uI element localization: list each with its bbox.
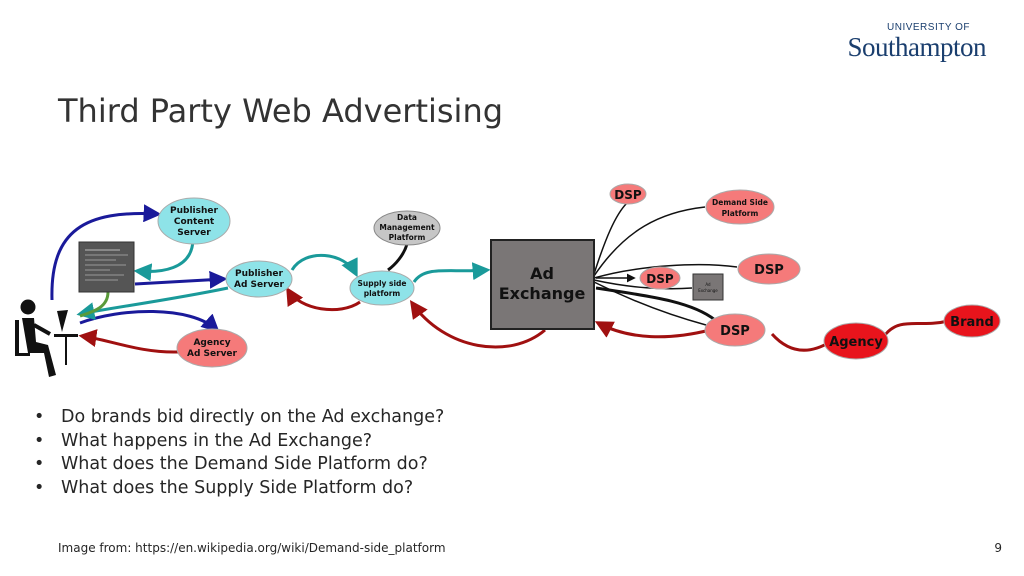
demand-side-label-2: Platform (722, 209, 759, 218)
university-logo: UNIVERSITY OF Southampton (834, 22, 986, 61)
publisher-content-server-node: Publisher Content Server (157, 197, 231, 245)
arrow-browser-to-ad-server (134, 270, 228, 289)
supply-side-platform-node: Supply side platform (349, 270, 415, 306)
arrow-dsp-to-exchange (594, 321, 711, 339)
arrow-ad-server-to-ssp (290, 254, 358, 278)
agency-label: Agency (829, 335, 883, 350)
browser-to-user-line (79, 291, 110, 318)
publisher-content-server-label-1: Publisher (170, 206, 218, 216)
exchange-to-dsp-top (593, 202, 628, 275)
question-item: What does the Demand Side Platform do? (34, 453, 444, 477)
publisher-ad-server-label-2: Ad Server (234, 280, 285, 290)
exchange-to-demand-side (593, 206, 706, 277)
image-source-footer: Image from: https://en.wikipedia.org/wik… (58, 541, 446, 555)
brand-label: Brand (950, 315, 994, 330)
small-exchange-label-1: Ad (705, 282, 711, 287)
slide-title: Third Party Web Advertising (58, 92, 504, 130)
small-ad-exchange-node: Ad Exchange (692, 273, 724, 301)
exchange-to-dsp-right (593, 263, 738, 279)
publisher-content-server-label-2: Content (174, 217, 215, 227)
agency-ad-server-label-2: Ad Server (187, 349, 238, 359)
dsp-mid-node: DSP (639, 266, 681, 290)
ssp-label-2: platform (364, 289, 401, 298)
arrow-ssp-to-exchange (412, 262, 491, 283)
dsp-bottom-node: DSP (704, 313, 766, 347)
dsp-top-label: DSP (614, 188, 642, 202)
exchange-to-dsp-bottom (595, 286, 716, 322)
dmp-label-1: Data (397, 213, 417, 222)
dsp-right-node: DSP (737, 253, 801, 285)
logo-top-text: UNIVERSITY OF (887, 22, 970, 33)
small-exchange-label-2: Exchange (698, 288, 718, 293)
demand-side-label-1: Demand Side (712, 198, 768, 207)
agency-ad-server-node: Agency Ad Server (176, 328, 248, 368)
ad-exchange-label-2: Exchange (499, 284, 586, 303)
agency-node: Agency (823, 322, 889, 360)
line-agency-to-dsp (770, 332, 831, 352)
question-item: Do brands bid directly on the Ad exchang… (34, 406, 444, 430)
dsp-top-node: DSP (609, 183, 647, 205)
dsp-right-label: DSP (754, 263, 784, 278)
publisher-ad-server-node: Publisher Ad Server (225, 260, 293, 298)
exchange-to-small-exchange (593, 279, 693, 290)
logo-main-text: Southampton (847, 32, 986, 62)
arrow-exchange-to-ssp (409, 300, 546, 349)
dsp-bottom-label: DSP (720, 324, 750, 339)
data-management-platform-node: Data Management Platform (373, 210, 441, 246)
user-at-computer-icon (15, 299, 78, 377)
demand-side-platform-node: Demand Side Platform (705, 189, 775, 225)
dmp-label-3: Platform (389, 233, 426, 242)
arrow-ssp-to-ad-server (286, 286, 361, 312)
dmp-label-2: Management (379, 223, 435, 232)
dsp-mid-label: DSP (646, 272, 674, 286)
brand-node: Brand (943, 304, 1001, 338)
line-brand-to-agency (883, 319, 949, 336)
question-item: What happens in the Ad Exchange? (34, 430, 444, 454)
agency-ad-server-label-1: Agency (193, 338, 230, 348)
publisher-content-server-label-3: Server (177, 228, 211, 238)
arrow-content-server-to-browser (133, 239, 195, 282)
dmp-to-ssp (387, 243, 409, 272)
question-list: Do brands bid directly on the Ad exchang… (34, 406, 444, 500)
arrow-user-to-content-server (50, 204, 162, 301)
arrow-user-to-agency (79, 309, 220, 333)
ad-exchange-node: Ad Exchange (490, 239, 595, 330)
publisher-ad-server-label-1: Publisher (235, 269, 283, 279)
browser-window-icon (78, 241, 135, 293)
arrow-agency-to-user (78, 329, 179, 354)
ad-exchange-label-1: Ad (530, 264, 554, 283)
ad-ecosystem-diagram: Publisher Content Server Publisher Ad Se… (15, 183, 1001, 377)
ssp-label-1: Supply side (357, 279, 406, 288)
question-item: What does the Supply Side Platform do? (34, 477, 444, 501)
page-number: 9 (994, 541, 1002, 555)
